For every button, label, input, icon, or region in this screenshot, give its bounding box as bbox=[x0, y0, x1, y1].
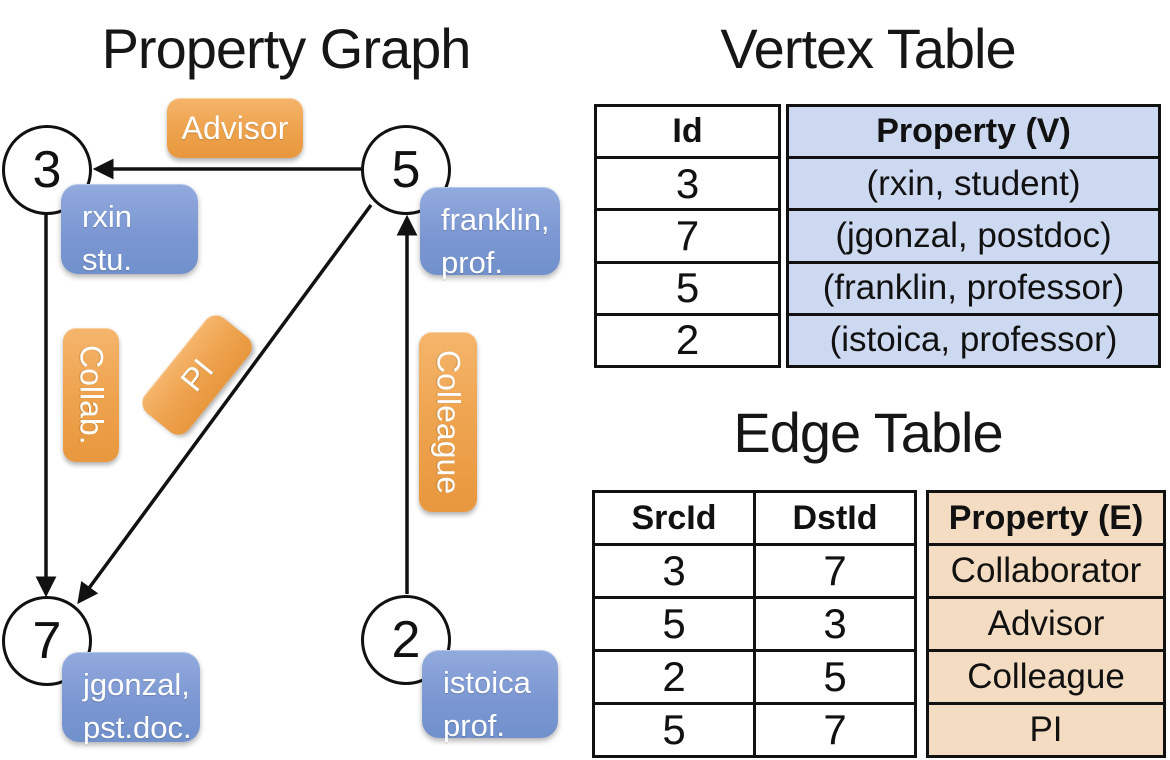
table-cell: 7 bbox=[823, 706, 847, 753]
vertex-table-id-header: Id bbox=[597, 107, 778, 160]
graph-edges-svg bbox=[35, 158, 418, 605]
table-cell: PI bbox=[1029, 710, 1063, 749]
edge-table-id-columns: SrcId DstId 3 7 5 3 2 5 5 7 bbox=[592, 490, 917, 758]
table-cell: 3 bbox=[597, 159, 778, 212]
vertex-prop-line1: jgonzal, bbox=[83, 667, 190, 702]
vertex-node-5: 5 bbox=[361, 125, 451, 215]
table-cell: 5 bbox=[823, 653, 847, 700]
table-cell: 7 bbox=[823, 547, 847, 594]
table-cell: Collaborator bbox=[929, 546, 1163, 599]
vertex-prop-istoica: istoica prof. bbox=[422, 650, 558, 743]
vertex-prop-rxin: rxin stu. bbox=[61, 184, 198, 277]
vertex-node-2: 2 bbox=[361, 595, 451, 685]
edge-label-advisor: Advisor bbox=[167, 98, 303, 158]
vertex-prop-jgonzal: jgonzal, pst.doc. bbox=[62, 652, 200, 745]
table-cell: 3 bbox=[823, 600, 847, 647]
vertex-prop-line1: franklin, bbox=[441, 202, 550, 237]
vertex-table-property-column: Property (V) (rxin, student) (jgonzal, p… bbox=[786, 104, 1161, 368]
table-cell: 7 bbox=[597, 211, 778, 264]
table-cell: (franklin, professor) bbox=[789, 264, 1158, 316]
table-cell: Colleague bbox=[929, 652, 1163, 705]
table-cell: 3 bbox=[595, 546, 756, 596]
table-cell: 5 bbox=[595, 599, 756, 649]
edge-table-dst-header: DstId bbox=[792, 498, 878, 537]
vertex-table-id-column: Id 3 7 5 2 bbox=[594, 104, 781, 368]
pi-arrow bbox=[77, 203, 373, 605]
table-cell: (jgonzal, postdoc) bbox=[789, 211, 1158, 264]
property-graph-title: Property Graph bbox=[101, 17, 472, 80]
edge-label-collab: Collab. bbox=[63, 328, 119, 462]
vertex-prop-line2: stu. bbox=[82, 242, 132, 277]
vertex-table-title: Vertex Table bbox=[720, 17, 1016, 80]
vertex-table-property-header: Property (V) bbox=[789, 107, 1158, 160]
table-cell: Advisor bbox=[929, 599, 1163, 652]
edge-table-src-header: SrcId bbox=[595, 493, 756, 543]
edge-label-colleague: Colleague bbox=[419, 332, 477, 512]
table-cell: 5 bbox=[597, 264, 778, 316]
vertex-prop-line1: istoica bbox=[443, 665, 531, 700]
vertex-prop-line2: pst.doc. bbox=[83, 710, 192, 745]
table-cell: 5 bbox=[595, 705, 756, 755]
vertex-prop-line2: prof. bbox=[443, 708, 506, 743]
table-cell: (istoica, professor) bbox=[829, 320, 1118, 360]
edge-table-property-header: Property (E) bbox=[929, 493, 1163, 546]
table-cell: (rxin, student) bbox=[789, 159, 1158, 212]
edge-table-title: Edge Table bbox=[733, 401, 1003, 464]
vertex-prop-line1: rxin bbox=[82, 199, 132, 234]
table-cell: 2 bbox=[675, 316, 700, 364]
vertex-prop-line2: prof. bbox=[441, 245, 504, 280]
edge-table-property-column: Property (E) Collaborator Advisor Collea… bbox=[926, 490, 1166, 758]
vertex-prop-franklin: franklin, prof. bbox=[420, 187, 560, 280]
table-cell: 2 bbox=[595, 652, 756, 702]
